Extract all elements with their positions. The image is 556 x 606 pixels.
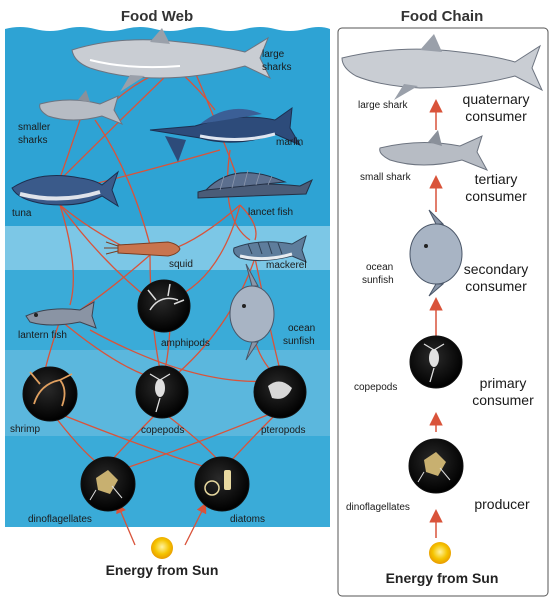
label-shrimp: shrimp <box>10 424 40 435</box>
copepods-chain <box>409 335 463 389</box>
copepods-web <box>135 365 189 419</box>
label-smaller-sharks-2: sharks <box>18 135 47 146</box>
chain-tier-2a: tertiary <box>475 171 518 187</box>
large-shark-chain <box>341 34 544 100</box>
large-shark <box>71 28 272 92</box>
energy-from-sun-chain: Energy from Sun <box>386 570 499 586</box>
smaller-sharks <box>39 90 124 125</box>
label-ocean-sunfish-1: ocean <box>288 323 315 334</box>
label-lantern-fish: lantern fish <box>18 330 67 341</box>
label-ocean-sunfish-2: sunfish <box>283 336 315 347</box>
food-web-title: Food Web <box>121 8 193 25</box>
energy-from-sun-web: Energy from Sun <box>106 562 219 578</box>
label-large-sharks-2: sharks <box>262 62 291 73</box>
label-dinoflagellates-web: dinoflagellates <box>28 514 92 525</box>
chain-organism-3b: sunfish <box>362 275 394 286</box>
label-tuna: tuna <box>12 208 32 219</box>
chain-tier-3b: consumer <box>465 278 527 294</box>
label-marlin: marlin <box>276 137 303 148</box>
chain-organism-4: copepods <box>354 382 397 393</box>
chain-tier-3a: secondary <box>464 261 529 277</box>
chain-tier-2b: consumer <box>465 188 527 204</box>
chain-organism-2: small shark <box>360 172 412 183</box>
label-squid: squid <box>169 259 193 270</box>
chain-tier-4b: consumer <box>472 392 534 408</box>
lantern-fish <box>25 301 97 329</box>
chain-organism-1: large shark <box>358 100 408 111</box>
sun-icon <box>151 537 173 559</box>
chain-tier-1b: consumer <box>465 108 527 124</box>
dinoflagellates-chain <box>408 438 464 494</box>
shrimp <box>22 366 78 422</box>
tuna <box>11 170 120 208</box>
mackerel <box>233 234 307 263</box>
label-mackerel: mackerel <box>266 260 307 271</box>
label-amphipods: amphipods <box>161 338 210 349</box>
amphipods <box>137 279 191 333</box>
ocean-sunfish-chain <box>409 209 463 297</box>
chain-tier-4a: primary <box>480 375 527 391</box>
squid <box>104 241 181 257</box>
chain-organism-5: dinoflagellates <box>346 502 410 513</box>
label-diatoms: diatoms <box>230 514 265 525</box>
food-chain-panel <box>337 27 549 597</box>
chain-tier-5: producer <box>474 496 530 512</box>
chain-tier-1a: quaternary <box>463 91 530 107</box>
marlin <box>149 106 302 162</box>
sun-icon-chain <box>429 542 451 564</box>
diatoms <box>194 456 250 512</box>
small-shark-chain <box>379 130 489 171</box>
label-pteropods: pteropods <box>261 425 305 436</box>
label-smaller-sharks-1: smaller <box>18 122 51 133</box>
dinoflagellates-web <box>80 456 136 512</box>
food-chain-title: Food Chain <box>401 8 484 25</box>
label-large-sharks-1: large <box>262 49 285 60</box>
ocean-sunfish <box>229 263 275 361</box>
label-copepods-web: copepods <box>141 425 184 436</box>
label-lancet-fish: lancet fish <box>248 207 293 218</box>
chain-organism-3a: ocean <box>366 262 393 273</box>
lancet-fish <box>197 169 313 199</box>
pteropods <box>253 365 307 419</box>
